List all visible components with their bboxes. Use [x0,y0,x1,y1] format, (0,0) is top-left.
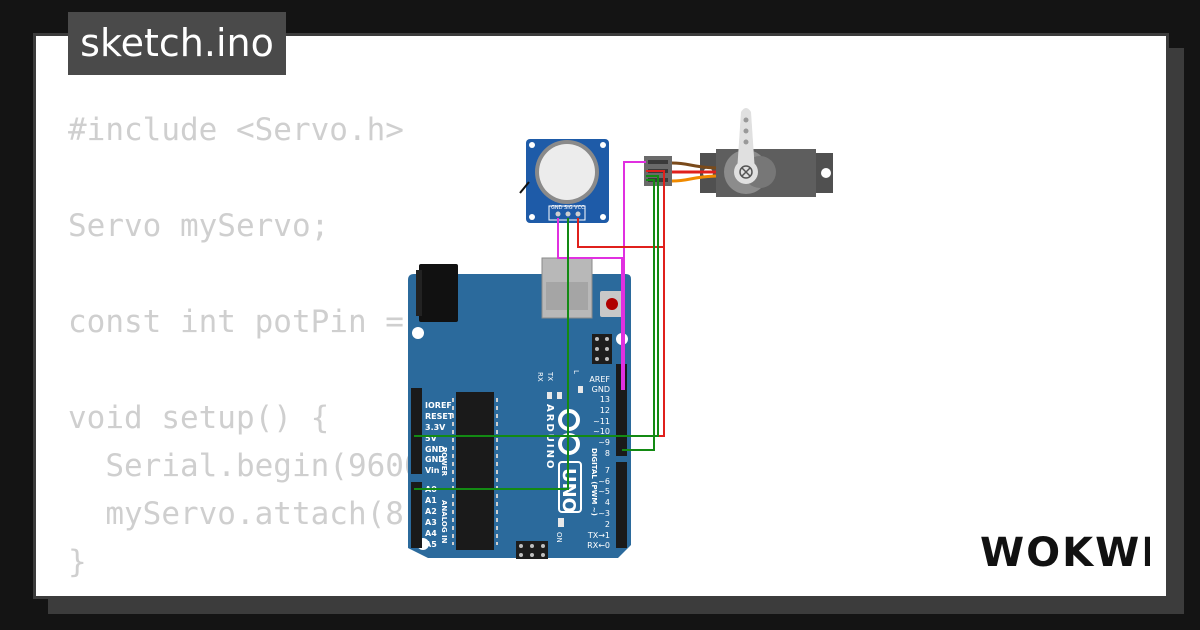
power-jack [419,264,458,322]
pin-label: ~10 [593,427,610,436]
code-line: #include <Servo.h> [68,112,404,148]
code-line: void setup() { [68,400,330,436]
wire-servo-signal [622,179,655,451]
pin-label: ~3 [598,509,610,518]
rx-led [547,392,552,399]
uno-model: UNO [558,468,579,513]
pin-label: 5V [425,434,438,443]
wire-power [414,175,659,437]
pin-label: Vin [425,466,440,475]
pin-label: GND [425,455,445,464]
pin-label: RX←0 [587,541,610,550]
analog-header [411,482,422,548]
pin-label: AREF [589,375,610,384]
pin-label: ~11 [593,417,610,426]
reset-button-cap[interactable] [606,298,618,310]
digital-header-low [616,462,627,548]
wokwi-logo-text: WOKWI [980,530,1150,574]
code-line: myServo.attach(8); [68,496,442,532]
pin-label: ~9 [598,438,610,447]
pin-label: 4 [605,498,610,507]
potentiometer-pin-labels: GND SIG VCC [551,205,585,211]
on-label: ON [555,532,563,543]
pin-label: IOREF [425,401,452,410]
mount-hole [412,327,424,339]
pin-label: 3.3V [425,423,446,432]
arduino-brand: ARDUINO [544,404,555,470]
wires [414,161,665,490]
wire-pot-gnd [557,218,623,390]
led-label: L [572,370,580,374]
pin-label: GND [425,445,445,454]
wire-servo-vcc [646,170,665,250]
pin-label: 7 [605,466,610,475]
pin-label: TX→1 [587,531,610,540]
potentiometer[interactable]: GND SIG VCC [519,139,609,223]
arduino-uno-board[interactable]: IOREF RESET 3.3V 5V GND GND Vin A0 A1 A2… [408,257,631,559]
on-led [558,518,564,527]
led-label: RX [536,372,544,382]
pin-label: A2 [425,507,437,516]
pin-label: A1 [425,496,437,505]
pin-label: A3 [425,518,437,527]
pin-label: A5 [425,540,437,549]
pin-label: RESET [425,412,454,421]
code-line: void loop() { [68,586,479,596]
servo-motor[interactable] [644,108,833,197]
tx-led [557,392,562,399]
potentiometer-knob[interactable] [539,144,595,200]
analog-title: ANALOG IN [440,500,448,544]
pin-label: 13 [600,395,610,404]
atmega-chip [456,392,494,550]
code-line: } [68,544,87,580]
pin-label: 2 [605,520,610,529]
led-label: TX [546,371,554,381]
l-led [578,386,583,393]
pin-label: A4 [425,529,437,538]
power-header [411,388,422,474]
pin-label: GND [592,385,610,394]
file-tab[interactable]: sketch.ino [68,12,286,75]
digital-header-high [616,364,627,456]
power-title: POWER [440,447,448,477]
wire-servo-gnd [623,161,646,390]
code-line: Servo myServo; [68,208,330,244]
pin-label: ~5 [598,487,610,496]
pin-label: 12 [600,406,610,415]
icsp-header [592,334,612,364]
digital-title: DIGITAL (PWM ~) [590,448,598,516]
pin-label: ~6 [598,477,610,486]
code-editor: #include <Servo.h>Servo myServo;const in… [68,106,479,596]
wokwi-logo: WOKWI [980,530,1150,574]
pin-label: 8 [605,449,610,458]
icsp-header-bottom [516,541,548,559]
wire-pot-sig [414,218,569,490]
code-line: Serial.begin(9600); [68,448,460,484]
